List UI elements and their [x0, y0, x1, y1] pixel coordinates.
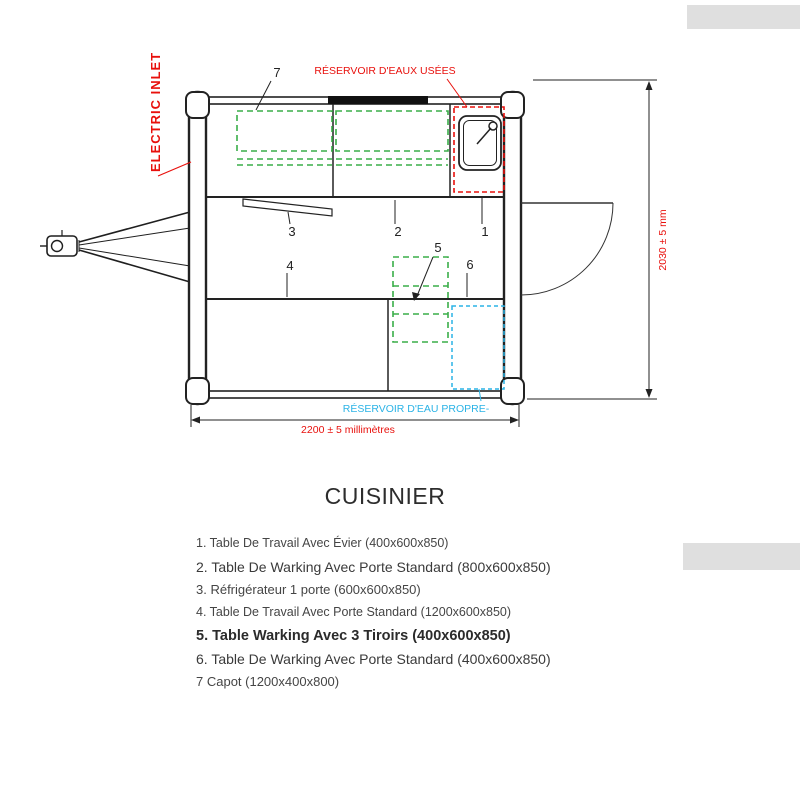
clean-water-tank — [451, 305, 505, 402]
height-dimension — [527, 79, 657, 400]
callout-1: 1 — [481, 224, 488, 239]
callout-3: 3 — [288, 224, 295, 239]
interior-partitions — [206, 104, 504, 391]
gray-artifact-top-right — [687, 5, 800, 29]
bottom-wall — [205, 390, 505, 399]
legend-item-5: 5. Table Warking Avec 3 Tiroirs (400x600… — [196, 628, 511, 644]
corner-post — [500, 91, 525, 119]
width-dimension-label: 2200 ± 5 millimètres — [301, 424, 395, 436]
trailer-body — [185, 90, 525, 406]
waste-water-zone — [453, 106, 505, 193]
corner-post — [500, 377, 525, 405]
door-arc — [520, 202, 614, 296]
hood-outline — [236, 110, 449, 166]
left-wall — [187, 90, 208, 406]
arrowhead — [645, 389, 653, 398]
drawer-unit — [392, 256, 449, 343]
width-dimension — [190, 405, 520, 427]
callout-numbers: 7 3 2 1 4 5 6 — [273, 65, 488, 273]
arrowhead — [510, 416, 519, 424]
tow-hitch — [40, 211, 191, 283]
corner-post — [185, 377, 210, 405]
right-wall — [502, 90, 523, 406]
diagram-labels: ELECTRIC INLET RÉSERVOIR D'EAUX USÉES RÉ… — [148, 52, 490, 415]
legend-list: 1. Table De Travail Avec Évier (400x600x… — [196, 536, 551, 697]
callout-6: 6 — [466, 257, 473, 272]
height-dimension-label: 2030 ± 5 mm — [657, 209, 669, 270]
callout-leaders — [255, 80, 483, 301]
arrowhead — [645, 81, 653, 90]
legend-item-1: 1. Table De Travail Avec Évier (400x600x… — [196, 536, 449, 550]
sink-unit — [453, 106, 505, 193]
corner-post — [185, 91, 210, 119]
legend-item-6: 6. Table De Warking Avec Porte Standard … — [196, 651, 551, 667]
arrowhead — [412, 292, 420, 301]
electric-inlet-label: ELECTRIC INLET — [148, 52, 163, 172]
gray-artifact-right — [683, 543, 800, 570]
trailer-plan-diagram: 7 3 2 1 4 5 6 2200 ± 5 millimètres 2030 … — [40, 52, 669, 436]
arrowhead — [191, 416, 200, 424]
callout-4: 4 — [286, 258, 293, 273]
roof-vent — [328, 96, 428, 104]
clean-water-label: RÉSERVOIR D'EAU PROPRE- — [343, 402, 490, 415]
callout-7: 7 — [273, 65, 280, 80]
page-title: CUISINIER — [324, 483, 446, 509]
callout-5: 5 — [434, 240, 441, 255]
fridge-door — [242, 198, 333, 217]
waste-water-label: RÉSERVOIR D'EAUX USÉES — [314, 64, 455, 77]
legend-item-7: 7 Capot (1200x400x800) — [196, 674, 340, 689]
door-swing — [520, 202, 614, 296]
legend-item-2: 2. Table De Warking Avec Porte Standard … — [196, 559, 551, 575]
legend-item-3: 3. Réfrigérateur 1 porte (600x600x850) — [196, 582, 421, 597]
legend-item-4: 4. Table De Travail Avec Porte Standard … — [196, 605, 512, 619]
callout-2: 2 — [394, 224, 401, 239]
